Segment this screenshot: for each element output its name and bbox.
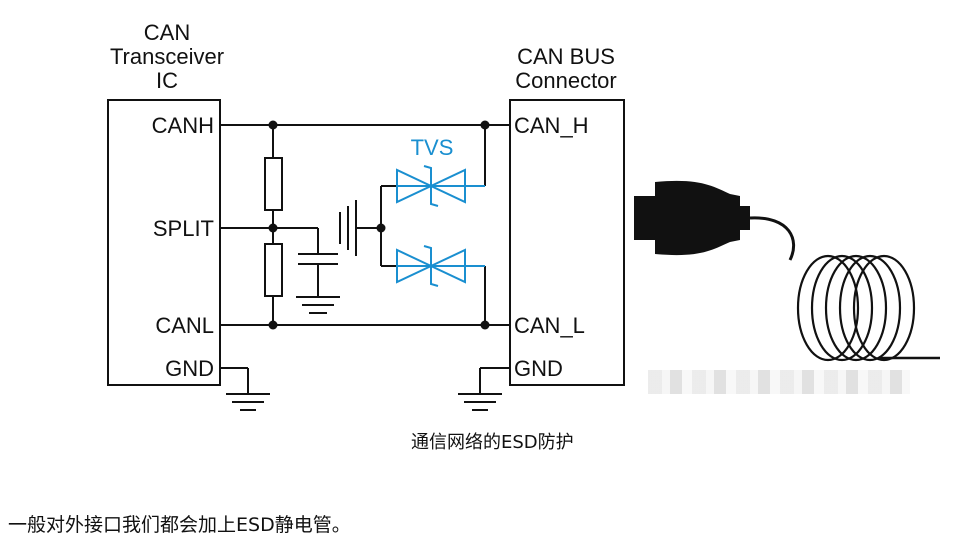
connector-box (509, 99, 625, 386)
transceiver-box (107, 99, 221, 386)
connector-title-line2: Connector (515, 68, 617, 93)
pin-can-h: CAN_H (514, 113, 589, 138)
tvs-label: TVS (411, 135, 454, 160)
figure-caption: 通信网络的ESD防护 (411, 432, 574, 453)
junction-dot (268, 320, 278, 330)
junction-dot (268, 120, 278, 130)
junction-dot (480, 120, 490, 130)
pin-canh: CANH (152, 113, 214, 138)
pin-split: SPLIT (153, 216, 214, 241)
transceiver-title-line3: IC (156, 68, 178, 93)
watermark-blur (648, 370, 910, 394)
pin-gnd-right: GND (514, 356, 563, 381)
transceiver-title-line2: Transceiver (110, 44, 224, 69)
can-cable-plug-icon (634, 180, 940, 362)
junction-dot (480, 320, 490, 330)
tvs-diode-bottom-icon (396, 245, 485, 287)
resistor-bottom (264, 243, 283, 297)
resistor-top (264, 157, 283, 211)
junction-dot (376, 223, 386, 233)
transceiver-title-line1: CAN (144, 20, 190, 45)
junction-dot (268, 223, 278, 233)
pin-canl: CANL (155, 313, 214, 338)
pin-gnd-left: GND (165, 356, 214, 381)
can-esd-schematic: CAN Transceiver IC CAN BUS Connector (107, 20, 940, 411)
pin-can-l: CAN_L (514, 313, 585, 338)
body-paragraph: 一般对外接口我们都会加上ESD静电管。 (8, 514, 351, 536)
connector-title-line1: CAN BUS (517, 44, 615, 69)
tvs-diode-top-icon (396, 165, 485, 207)
